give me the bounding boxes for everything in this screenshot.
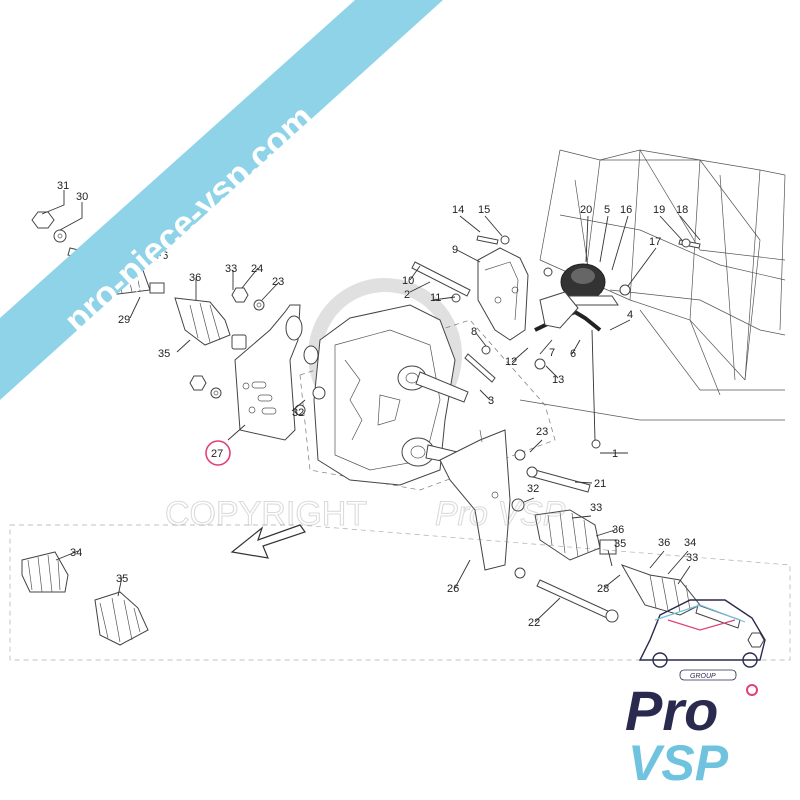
part-label-22: 22	[528, 617, 540, 629]
highlight-circle	[205, 440, 231, 466]
part-label-16: 16	[620, 204, 632, 216]
part-label-24: 24	[251, 263, 263, 275]
copyright-brand: Pro VSP	[435, 495, 566, 533]
part-label-27: 27	[211, 448, 223, 460]
part-label-20: 20	[580, 204, 592, 216]
part-label-4: 4	[627, 309, 633, 321]
part-label-14: 14	[452, 204, 464, 216]
part-label-35: 35	[158, 348, 170, 360]
part-label-21: 21	[594, 478, 606, 490]
nuts-and-washers	[31, 211, 765, 648]
part-label-36: 36	[189, 272, 201, 284]
part-label-8: 8	[471, 326, 477, 338]
logo-line-vsp: VSP	[628, 735, 729, 791]
part-label-34: 34	[70, 547, 82, 559]
part-label-35: 35	[116, 573, 128, 585]
detail-inset	[9, 524, 791, 661]
part-label-29: 29	[118, 314, 130, 326]
part-label-36: 36	[612, 524, 624, 536]
gearbox-housing	[313, 304, 456, 486]
chassis-frame	[519, 149, 786, 421]
part-label-7: 7	[549, 347, 555, 359]
part-label-33: 33	[590, 502, 602, 514]
driveshaft-right	[534, 509, 741, 629]
part-label-32: 32	[527, 483, 539, 495]
part-label-17: 17	[649, 236, 661, 248]
shift-cable	[534, 291, 602, 449]
bracket-left	[234, 304, 319, 441]
part-label-10: 10	[402, 275, 414, 287]
part-label-36: 36	[658, 537, 670, 549]
part-label-32: 32	[292, 407, 304, 419]
part-label-1: 1	[612, 448, 618, 460]
part-label-11: 11	[430, 292, 441, 304]
leader-lines	[41, 190, 701, 623]
part-label-28: 28	[597, 583, 609, 595]
part-label-30: 30	[76, 191, 88, 203]
logo-group-text: GROUP	[690, 673, 716, 680]
part-label-33: 33	[686, 552, 698, 564]
part-label-15: 15	[478, 204, 490, 216]
logo-line-pro: Pro	[625, 679, 718, 742]
part-label-18: 18	[676, 204, 688, 216]
brand-logo: GROUP Pro VSP	[625, 599, 766, 791]
part-label-12: 12	[505, 356, 517, 368]
part-label-34: 34	[684, 537, 696, 549]
part-label-33: 33	[225, 263, 237, 275]
part-label-13: 13	[552, 374, 564, 386]
bracket-right	[439, 429, 511, 571]
part-label-35: 35	[614, 538, 626, 550]
part-label-19: 19	[653, 204, 665, 216]
logo-accent-dot	[746, 684, 758, 696]
part-label-31: 31	[57, 180, 69, 192]
bolts	[411, 235, 701, 623]
part-label-6: 6	[570, 348, 576, 360]
part-label-26: 26	[447, 583, 459, 595]
part-label-23: 23	[536, 426, 548, 438]
part-label-2: 2	[404, 289, 410, 301]
part-label-3: 3	[488, 395, 494, 407]
part-label-5: 5	[604, 204, 610, 216]
mount-bracket-top	[477, 247, 529, 341]
part-label-9: 9	[452, 244, 458, 256]
direction-arrow-icon	[230, 524, 306, 559]
mount-outline	[299, 319, 556, 491]
copyright-text: COPYRIGHT	[165, 495, 367, 533]
part-label-23: 23	[272, 276, 284, 288]
copyright-watermark: COPYRIGHT Pro VSP	[164, 494, 566, 533]
